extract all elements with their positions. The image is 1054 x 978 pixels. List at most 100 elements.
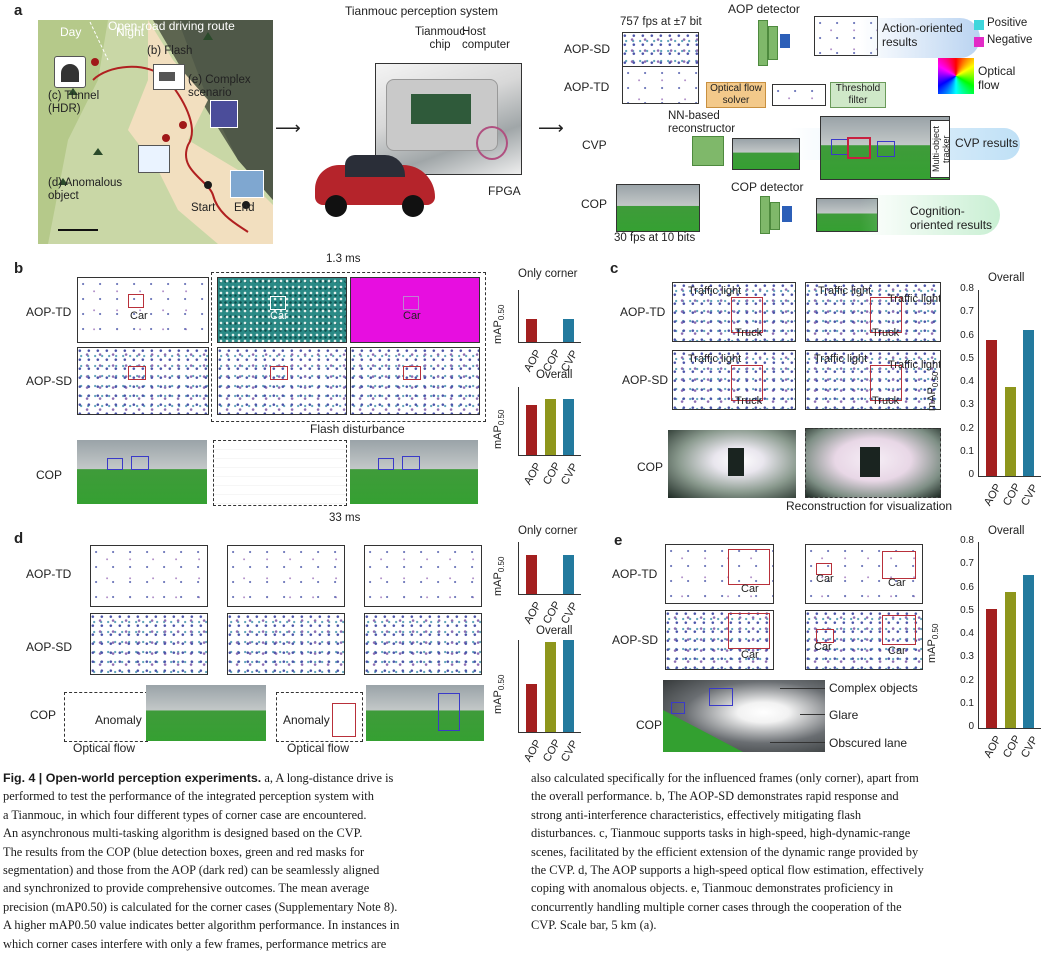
- car-photo: [310, 140, 440, 220]
- camera-flash-icon: [153, 64, 185, 90]
- panel-e-label: e: [614, 532, 623, 549]
- cop-detector-network: [760, 196, 770, 234]
- map-end-label: End: [234, 202, 255, 214]
- cop-detector-network-2: [770, 202, 780, 230]
- c-truck-3: Truck: [735, 395, 763, 407]
- c_overall-ytick-0: 0: [968, 469, 974, 480]
- caption-left-line-8: A higher mAP0.50 value indicates better …: [3, 918, 400, 933]
- cop-detector-label: COP detector: [731, 180, 804, 194]
- cognition-results-label: Cognition-oriented results: [910, 204, 993, 232]
- tracker-result-image: [820, 116, 950, 180]
- negative-swatch: [974, 37, 984, 47]
- e_overall-ytick-6: 0.6: [960, 581, 974, 593]
- d_only-ylabel: mAP0.50: [492, 556, 507, 596]
- reconstruction-thumbnail: [732, 138, 800, 170]
- d-anomaly-label-1: Anomaly: [95, 713, 142, 727]
- e_overall-bar-cop: [1004, 592, 1016, 728]
- action-results-label: Action-oriented results: [882, 21, 963, 49]
- e-aop-td-label: AOP-TD: [612, 567, 658, 581]
- map-complex-label: (e) Complex scenario: [188, 74, 251, 99]
- route-map: Open-road driving route Day Night (b) Fl…: [38, 20, 273, 244]
- d-aop-td-frame-1: [90, 545, 208, 607]
- c_overall-bar-cop: [1004, 386, 1016, 476]
- b-aop-td-frame-2: Car: [217, 277, 347, 343]
- map-title: Open-road driving route: [108, 20, 235, 33]
- multi-object-tracker-box: Multi-object tracker: [930, 120, 951, 178]
- caption-right: also calculated specifically for the inf…: [531, 769, 1051, 935]
- b-time-top: 1.3 ms: [326, 253, 361, 265]
- map-tunnel-label: (c) Tunnel (HDR): [48, 90, 100, 115]
- caption-right-line-1: the overall performance. b, The AOP-SD d…: [531, 789, 899, 804]
- b_overall-xtick-1: COP: [540, 460, 563, 487]
- c_overall-axes: [978, 290, 1041, 477]
- b-aop-sd-frame-3: [350, 347, 480, 415]
- d-optical-flow-label-1: Optical flow: [73, 741, 136, 755]
- caption-left-line-0: a, A long-distance drive is: [261, 771, 394, 785]
- c-truck-4: Truck: [872, 395, 900, 407]
- cognition-results-band: [860, 195, 1000, 235]
- e-aop-sd-frame-1: Car: [665, 610, 774, 670]
- c_overall-ytick-7: 0.7: [960, 306, 974, 318]
- b_only-title: Only corner: [518, 268, 578, 280]
- fpga-label: FPGA: [488, 184, 521, 198]
- nn-reconstructor-network: [692, 136, 724, 166]
- d-aop-sd-frame-3: [364, 613, 482, 675]
- e-pointer-3: [770, 742, 825, 743]
- b_only-bar-aop: [526, 319, 538, 342]
- e-aop-sd-label: AOP-SD: [612, 633, 659, 647]
- b-car-label-1: Car: [130, 310, 148, 322]
- optical-flow-solver-box: Optical flow solver: [706, 82, 766, 108]
- pipeline-aop-sd: AOP-SD: [564, 42, 611, 56]
- caption-left-line-1: performed to test the performance of the…: [3, 789, 374, 804]
- complex-scenario-icon: [210, 100, 238, 128]
- d_only-axes: [518, 542, 581, 595]
- aop-detector-network-2: [768, 26, 778, 60]
- d-aop-sd-label: AOP-SD: [26, 640, 73, 654]
- d-aop-td-label: AOP-TD: [26, 567, 72, 581]
- threshold-filter-box: Threshold filter: [830, 82, 886, 108]
- aop-td-thumbnail: [622, 66, 699, 104]
- system-photo: [375, 63, 522, 175]
- d_only-xtick-1: COP: [540, 599, 563, 626]
- d-optical-flow-label-2: Optical flow: [287, 741, 350, 755]
- host-label: Host computer: [462, 26, 510, 51]
- c_overall-title: Overall: [988, 272, 1025, 284]
- e_overall-axes: [978, 542, 1041, 729]
- c-cop-label: COP: [637, 460, 664, 474]
- map-day: Day: [60, 25, 82, 39]
- caption-right-line-0: also calculated specifically for the inf…: [531, 771, 919, 785]
- e-cop-frame: [663, 680, 825, 752]
- b-flash-disturbance: Flash disturbance: [310, 422, 405, 436]
- b-aop-sd-frame-1: [77, 347, 209, 415]
- b-car-label-2: Car: [270, 310, 288, 322]
- c_overall-ytick-5: 0.5: [960, 352, 974, 364]
- d_overall-xtick-0: AOP: [522, 737, 545, 764]
- c_overall-xtick-1: COP: [1000, 481, 1023, 508]
- b-flash-window: [211, 272, 486, 422]
- b-aop-sd-frame-2: [217, 347, 347, 415]
- caption-left: Fig. 4 | Open-world perception experimen…: [3, 769, 523, 953]
- cop-thumbnail: [616, 184, 700, 232]
- e-car-label-5: Car: [814, 641, 832, 653]
- e_overall-ytick-1: 0.1: [960, 697, 974, 709]
- e-car-label-3: Car: [888, 577, 906, 589]
- e-aop-td-frame-1: Car: [665, 544, 774, 604]
- pipeline-aop-td: AOP-TD: [564, 80, 610, 94]
- panel-d-label: d: [14, 530, 24, 547]
- b_overall-bar-cop: [544, 399, 556, 455]
- c-traffic-light-2: Traffic light: [818, 285, 872, 297]
- d_overall-title: Overall: [536, 625, 573, 637]
- d-optical-flow-frame-1: Anomaly: [64, 692, 148, 742]
- b_overall-bar-cvp: [562, 399, 574, 455]
- e_overall-xtick-1: COP: [1000, 733, 1023, 760]
- caption-right-line-7: concurrently handling multiple corner ca…: [531, 899, 902, 914]
- b_overall-title: Overall: [536, 369, 573, 381]
- caption-left-line-3: An asynchronous multi-tasking algorithm …: [3, 826, 363, 841]
- optical-flow-legend-label: Optical flow: [978, 64, 1016, 92]
- e-pointer-1: [780, 688, 825, 689]
- d_overall-bar-aop: [526, 683, 538, 732]
- action-results-band: [860, 18, 980, 58]
- e-cop-label: COP: [636, 718, 663, 732]
- caption-left-line-2: a Tianmouc, in which four different type…: [3, 807, 367, 822]
- d_only-title: Only corner: [518, 525, 578, 537]
